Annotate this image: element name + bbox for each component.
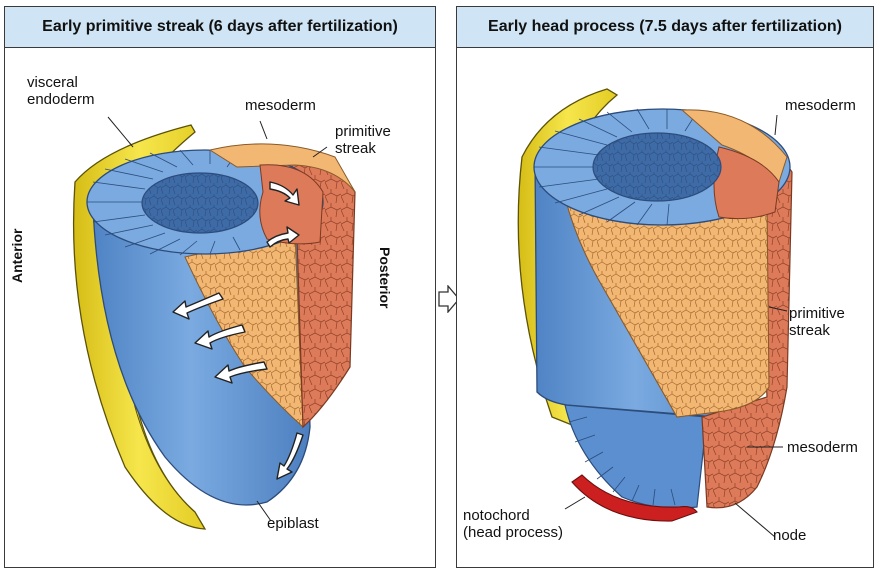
label-posterior: Posterior [377, 247, 393, 308]
label-notochord-line1: notochord [463, 507, 563, 524]
label-visceral-endoderm-line2: endoderm [27, 91, 95, 108]
label-primitive-streak-line2: streak [335, 140, 391, 157]
label-primitive-streak-line2: streak [789, 322, 845, 339]
label-node: node [773, 527, 806, 544]
right-panel: Early head process (7.5 days after ferti… [456, 6, 874, 568]
label-anterior: Anterior [9, 229, 25, 283]
label-primitive-streak-line1: primitive [335, 123, 391, 140]
label-visceral-endoderm-line1: visceral [27, 74, 95, 91]
label-epiblast: epiblast [267, 515, 319, 532]
label-mesoderm-bottom: mesoderm [787, 439, 858, 456]
label-mesoderm: mesoderm [245, 97, 316, 114]
right-embryo-illustration [457, 7, 874, 568]
label-mesoderm-top: mesoderm [785, 97, 856, 114]
label-notochord-line2: (head process) [463, 524, 563, 541]
left-panel: Early primitive streak (6 days after fer… [4, 6, 436, 568]
label-primitive-streak-line1: primitive [789, 305, 845, 322]
